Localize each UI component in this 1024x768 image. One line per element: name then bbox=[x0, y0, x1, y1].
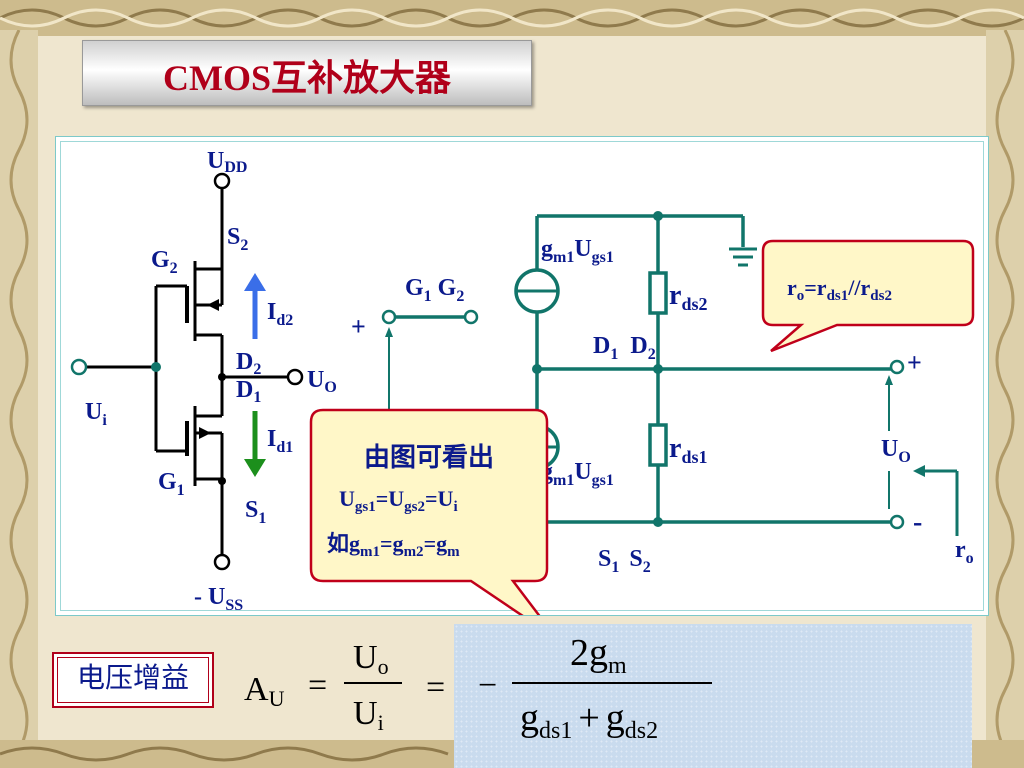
formula-equals-1: = bbox=[308, 667, 327, 704]
label-uss: - USS bbox=[194, 584, 243, 614]
formula-denominator-2: gds1+gds2 bbox=[520, 697, 658, 744]
slide-title: CMOS互补放大器 bbox=[162, 58, 451, 98]
label-rds2: rds2 bbox=[669, 280, 707, 314]
title-box: CMOS互补放大器 bbox=[82, 40, 532, 106]
formula-equals-2: = bbox=[426, 669, 445, 706]
label-g1: G1 bbox=[158, 469, 185, 499]
label-g1-g2: G1 G2 bbox=[405, 275, 464, 305]
label-d1: D1 bbox=[236, 377, 261, 406]
uss-terminal bbox=[213, 553, 231, 571]
decorative-right-border bbox=[986, 30, 1024, 740]
label-d2: D2 bbox=[236, 349, 261, 378]
callout-line-1: 由图可看出 bbox=[364, 443, 494, 472]
callout-ro-formula: ro=rds1//rds2 bbox=[787, 275, 892, 304]
label-output-plus: + bbox=[907, 348, 922, 377]
label-uo: UO bbox=[307, 367, 337, 396]
formula-denominator-1: Ui bbox=[353, 695, 384, 735]
circuit-panel: UDD S2 G2 Id2 D2 D1 UO Ui Id1 G1 S1 - US… bbox=[55, 136, 989, 616]
label-rds1: rds1 bbox=[669, 433, 707, 467]
formula-highlight bbox=[454, 624, 972, 768]
label-ro: ro bbox=[955, 537, 974, 567]
callout-line-3: 如gm1=gm2=gm bbox=[327, 531, 460, 560]
formula-numerator-1: Uo bbox=[353, 639, 389, 679]
id1-arrow-icon bbox=[244, 459, 266, 477]
callout-line-2: Ugs1=Ugs2=Ui bbox=[339, 486, 458, 515]
label-gm1ugs1-top: gm1Ugs1 bbox=[541, 236, 614, 266]
label-ui: Ui bbox=[85, 399, 107, 429]
id2-arrow-icon bbox=[244, 273, 266, 291]
ui-terminal bbox=[70, 358, 88, 376]
callout-observation: 由图可看出 Ugs1=Ugs2=Ui 如gm1=gm2=gm bbox=[309, 408, 549, 615]
label-s2: S2 bbox=[227, 224, 248, 254]
circuit-diagram: UDD S2 G2 Id2 D2 D1 UO Ui Id1 G1 S1 - US… bbox=[70, 148, 975, 615]
decorative-left-border bbox=[0, 30, 38, 740]
label-g2: G2 bbox=[151, 247, 178, 277]
cmos-transistor-circuit bbox=[70, 172, 304, 571]
formula-minus: − bbox=[478, 667, 497, 704]
formula-lhs: AU bbox=[244, 671, 285, 711]
callout-output-resistance: ro=rds1//rds2 bbox=[761, 239, 975, 353]
label-uo-right: UO bbox=[881, 436, 911, 466]
ro-arrow-icon bbox=[913, 465, 925, 477]
voltage-gain-label-box: 电压增益 bbox=[52, 652, 214, 708]
uo-terminal bbox=[286, 368, 304, 386]
label-input-plus: + bbox=[351, 312, 366, 341]
udd-terminal bbox=[213, 172, 231, 190]
decorative-top-border bbox=[0, 0, 1024, 36]
voltage-gain-label: 电压增益 bbox=[57, 657, 209, 703]
formula-numerator-2: 2gm bbox=[570, 632, 627, 679]
label-id2: Id2 bbox=[267, 299, 293, 329]
label-s1: S1 bbox=[245, 497, 266, 527]
label-udd: UDD bbox=[207, 148, 247, 176]
label-output-minus: - bbox=[913, 507, 922, 538]
label-id1: Id1 bbox=[267, 426, 293, 456]
